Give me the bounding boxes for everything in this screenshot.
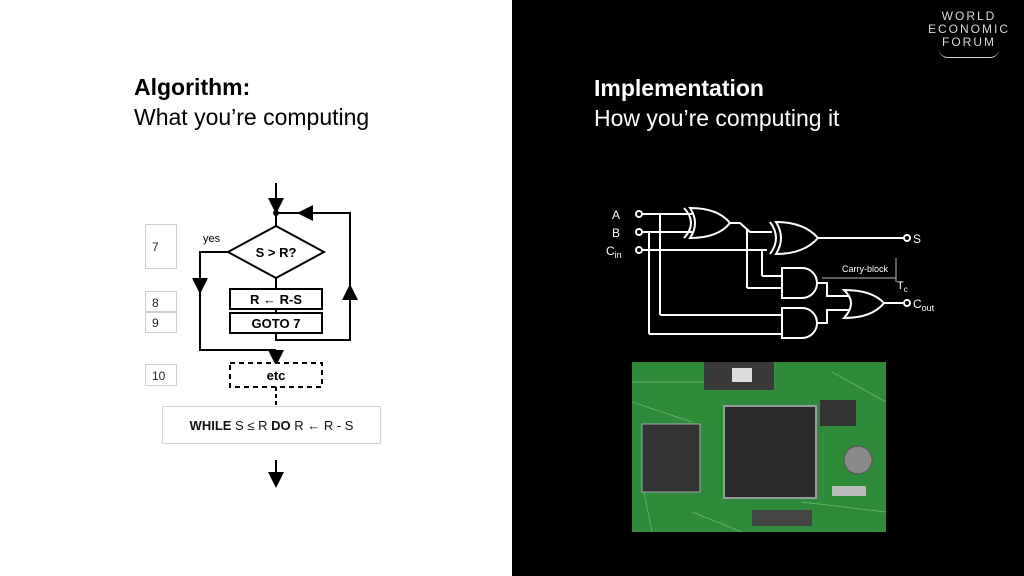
- while-loop-box: WHILE S ≤ R DO R ← R - S: [162, 406, 381, 444]
- or-gate: [841, 288, 886, 320]
- algorithm-title: Algorithm:: [134, 74, 251, 100]
- input-b-label: B: [612, 226, 620, 240]
- tc-label: Tc: [897, 280, 908, 294]
- implementation-subtitle: How you’re computing it: [594, 105, 840, 131]
- xor-gate-1: [688, 206, 732, 240]
- logo-line-2: ECONOMIC: [928, 22, 1010, 36]
- output-cout-label: Cout: [913, 297, 935, 313]
- xor-gate-2: [774, 220, 820, 256]
- algorithm-panel: Algorithm: What you’re computing 7 8 9 1…: [134, 72, 381, 488]
- output-s-label: S: [913, 232, 921, 246]
- input-a-label: A: [612, 208, 620, 222]
- step-subtract-label: R ← R-S: [250, 292, 302, 307]
- loop-back-line: [275, 212, 351, 341]
- dsp-chip: [723, 405, 817, 499]
- yes-label: yes: [203, 233, 221, 245]
- decision-label: S > R?: [256, 245, 297, 260]
- logo-line-3: FORUM: [942, 35, 996, 49]
- line-number-10: 10: [145, 364, 177, 386]
- left-chip: [641, 423, 701, 493]
- logo-line-1: WORLD: [941, 9, 997, 23]
- flowchart: S > R? yes R ← R-S GOTO 7 etc: [192, 183, 358, 488]
- step-goto-label: GOTO 7: [252, 316, 301, 331]
- pcb-photo: [632, 362, 886, 532]
- xor1-back: [683, 207, 692, 239]
- while-condition: S ≤ R: [231, 418, 272, 433]
- logo-arc-icon: [939, 49, 999, 58]
- and-gate-1: [781, 267, 818, 299]
- yes-branch-line: [199, 251, 276, 351]
- line-number-7: 7: [145, 224, 177, 269]
- implementation-panel: Implementation How you’re computing it W…: [512, 0, 1024, 576]
- full-adder-circuit: A B Cin S Cout Carry-block Tc: [606, 206, 935, 339]
- input-cin-label: Cin: [606, 244, 622, 260]
- while-keyword: WHILE: [189, 418, 232, 433]
- small-chip: [820, 400, 856, 426]
- algorithm-subtitle: What you’re computing: [134, 104, 370, 130]
- carry-block-label: Carry-block: [842, 264, 889, 274]
- line-number-9: 9: [145, 311, 177, 333]
- etc-label: etc: [267, 368, 286, 383]
- implementation-heading: Implementation How you’re computing it: [594, 73, 839, 133]
- capacitor: [843, 445, 873, 475]
- algorithm-heading: Algorithm: What you’re computing: [134, 72, 369, 132]
- wef-logo: WORLD ECONOMIC FORUM: [928, 10, 1010, 58]
- line-number-8: 8: [145, 291, 177, 313]
- do-keyword: DO: [271, 418, 291, 433]
- while-body: R ← R - S: [290, 418, 354, 433]
- and-gate-2: [781, 307, 818, 339]
- implementation-title: Implementation: [594, 75, 764, 101]
- etc-box: [229, 362, 323, 388]
